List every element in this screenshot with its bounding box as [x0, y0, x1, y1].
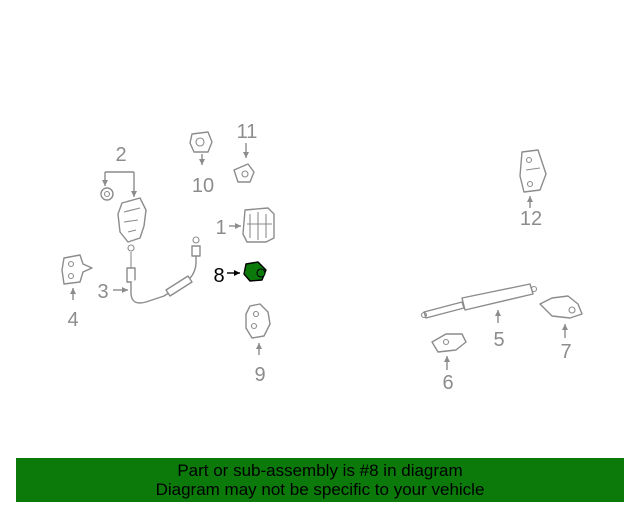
callout-9: 9: [254, 364, 265, 386]
callout-11: 11: [237, 121, 258, 143]
callout-8: 8: [213, 265, 224, 287]
banner-line-1: Part or sub-assembly is #8 in diagram: [177, 461, 463, 480]
part-10-bumper[interactable]: 10: [189, 131, 214, 197]
callout-2: 2: [115, 144, 126, 166]
part-8-highlighted[interactable]: 8: [213, 261, 267, 287]
callout-5: 5: [493, 329, 504, 351]
part-11-clip[interactable]: 11: [233, 121, 258, 183]
part-12-hinge[interactable]: 12: [519, 149, 547, 230]
part-2-door-latch[interactable]: 2: [100, 144, 147, 252]
callout-7: 7: [560, 341, 571, 363]
callout-4: 4: [67, 309, 78, 331]
part-9-handle-bracket[interactable]: 9: [245, 303, 271, 386]
part-7-strut-bracket[interactable]: 7: [539, 295, 583, 363]
banner-line-2: Diagram may not be specific to your vehi…: [155, 480, 485, 499]
callout-1: 1: [215, 217, 226, 239]
info-banner: Part or sub-assembly is #8 in diagram Di…: [16, 458, 624, 502]
part-3-cable[interactable]: 3: [97, 236, 201, 304]
part-6-lower-bracket[interactable]: 6: [431, 333, 467, 394]
callout-3: 3: [97, 281, 108, 303]
part-1-lock-actuator[interactable]: 1: [215, 207, 275, 243]
callout-6: 6: [442, 372, 453, 394]
part-4-striker[interactable]: 4: [61, 254, 93, 331]
part-5-gas-strut[interactable]: 5: [420, 283, 538, 351]
callout-12: 12: [520, 208, 542, 230]
callout-10: 10: [192, 175, 214, 197]
